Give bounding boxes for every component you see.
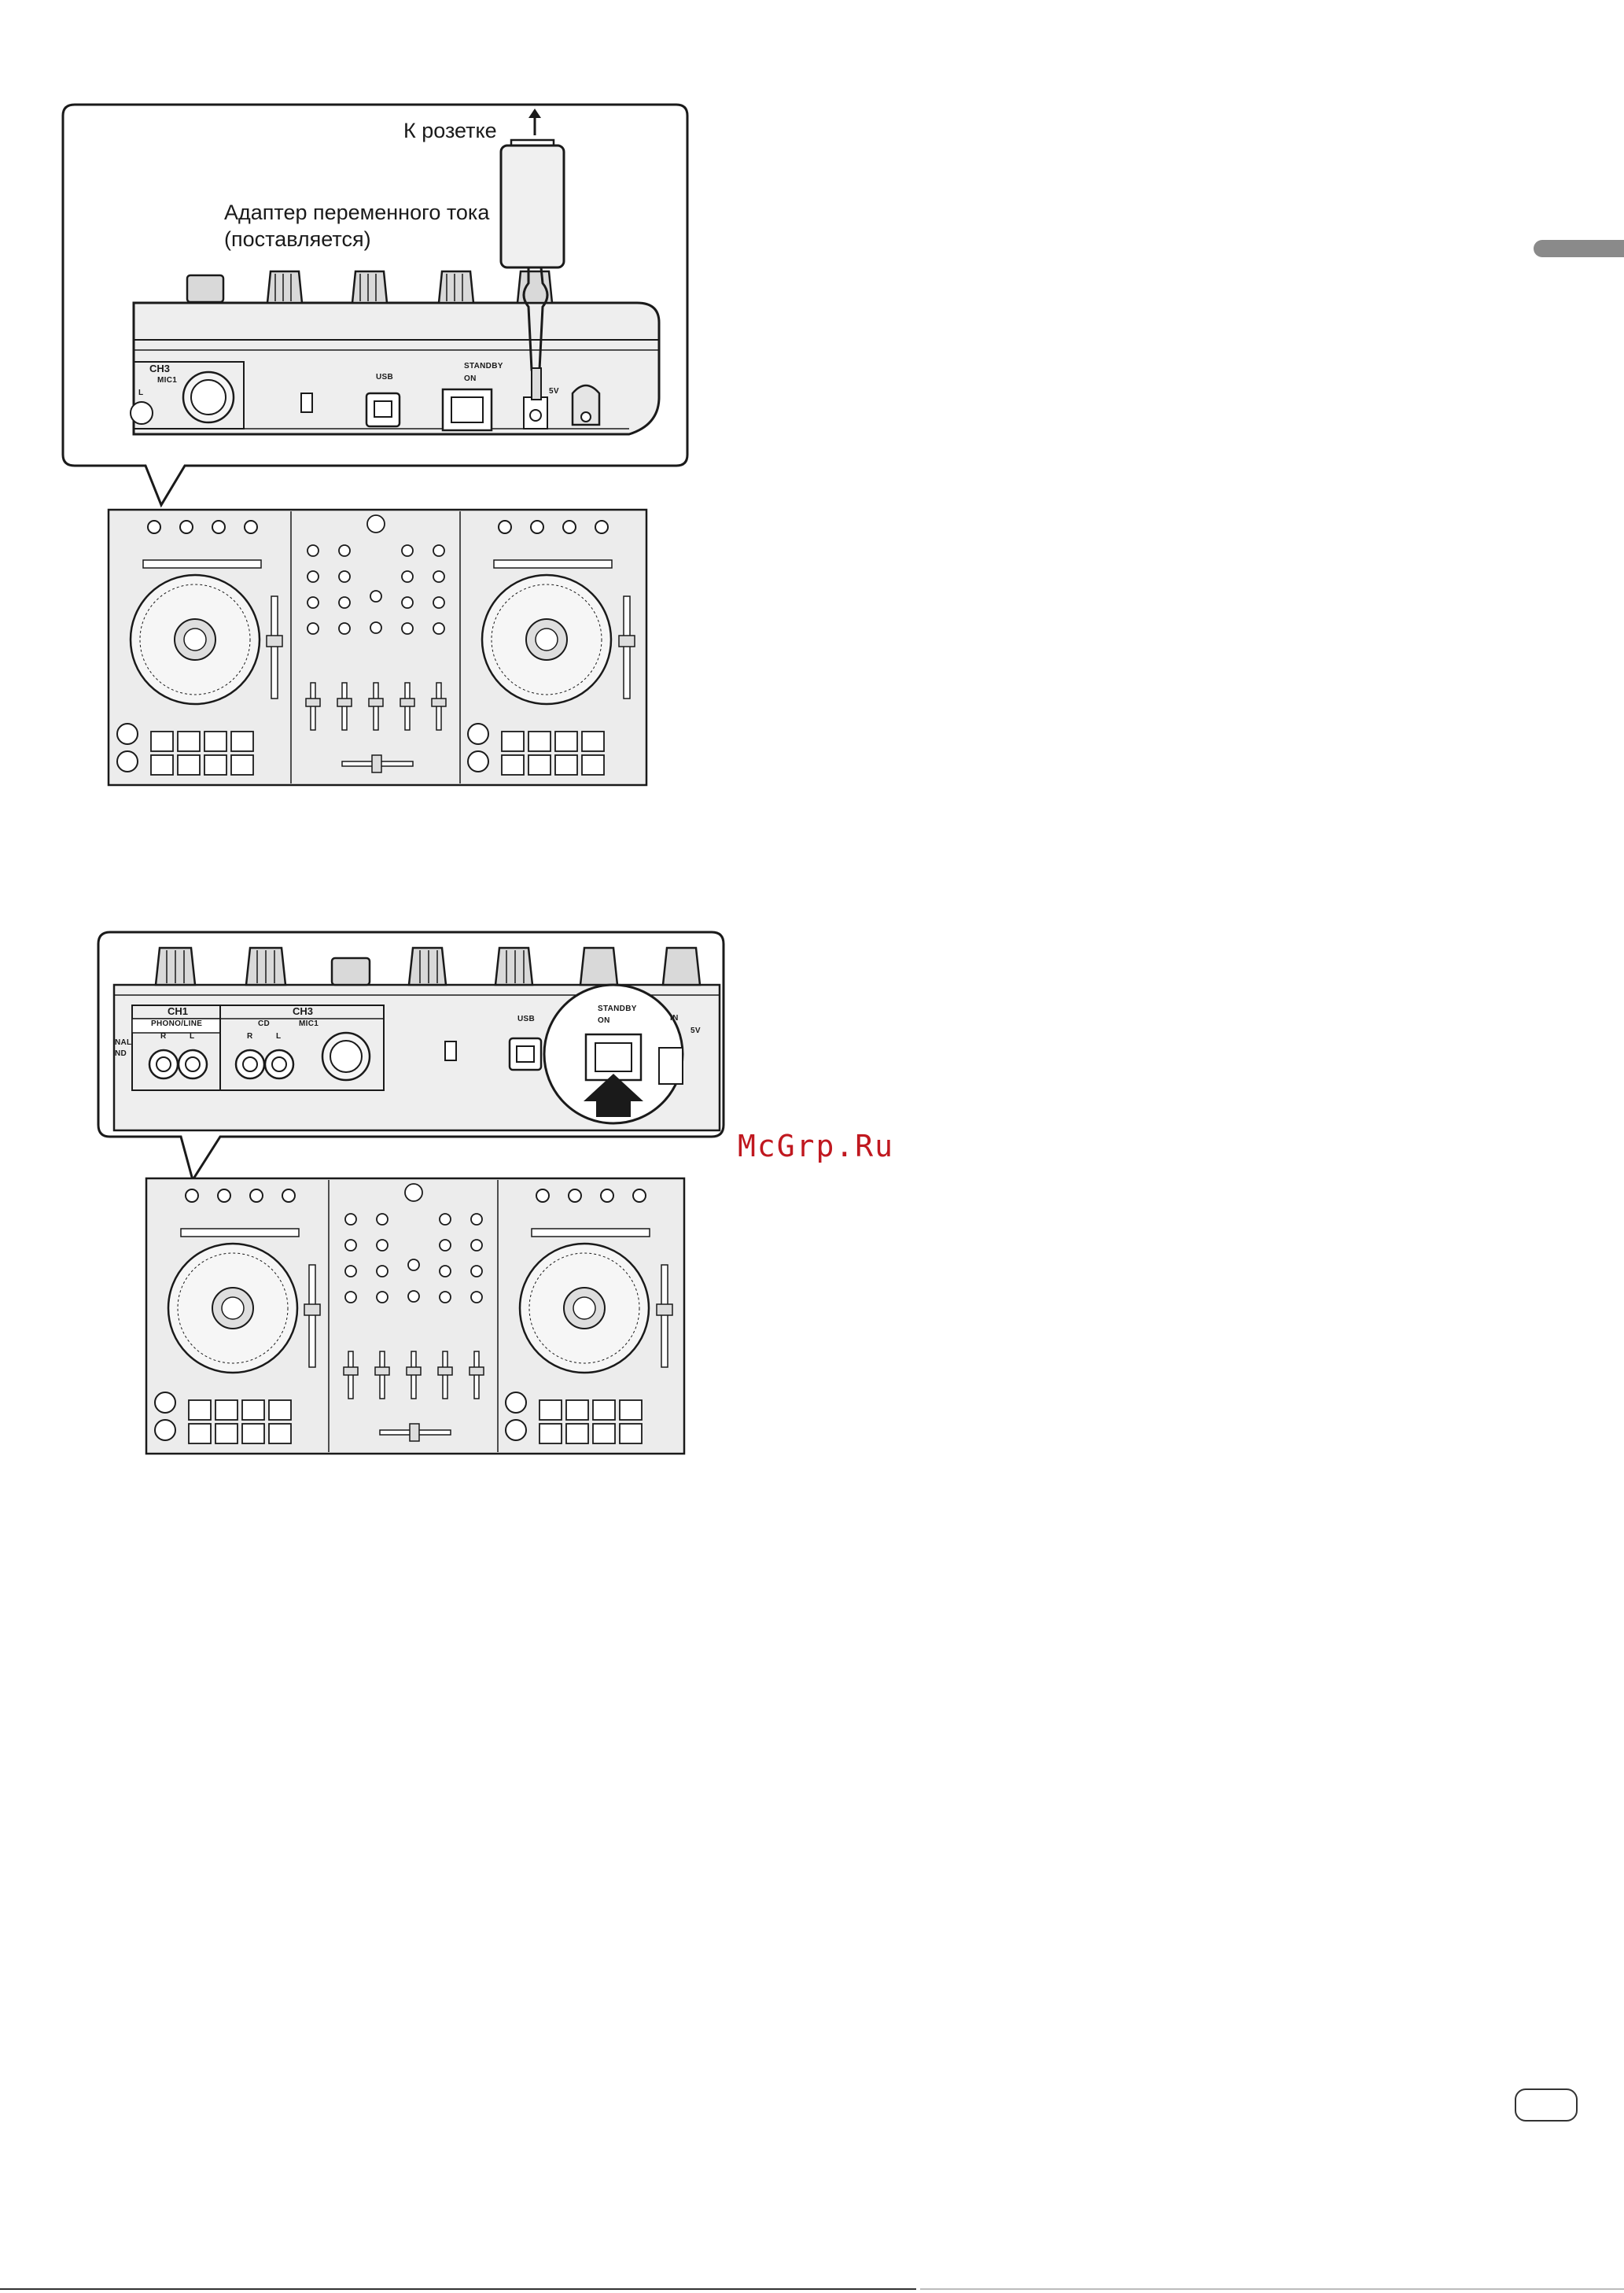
fig2-dc-in-label: IN: [670, 1014, 679, 1023]
footer-rule-light: [920, 2288, 1624, 2290]
fig2-ch3-label: CH3: [293, 1005, 313, 1017]
fig1-l-label: L: [138, 389, 143, 397]
fig1-usb-label: USB: [376, 373, 393, 382]
footer-rule: [0, 2288, 916, 2290]
page-number-badge: [1515, 2088, 1578, 2122]
controller-top-view-2: [140, 1170, 690, 1458]
fig2-phono-line-label: PHONO/LINE: [151, 1019, 202, 1028]
fig2-ch1-label: CH1: [168, 1005, 188, 1017]
to-outlet-label: К розетке: [403, 117, 497, 144]
fig2-r1-label: R: [160, 1032, 167, 1041]
fig1-standby-label: STANDBY: [464, 362, 503, 370]
fig1-on-label: ON: [464, 374, 477, 383]
fig1-mic1-label: MIC1: [157, 376, 177, 385]
fig2-r2-label: R: [247, 1032, 253, 1041]
section-side-tab: [1534, 240, 1624, 257]
fig1-5v-label: 5V: [549, 387, 559, 396]
fig1-ch3-label: CH3: [149, 363, 170, 374]
fig2-left-cut-label-2: ND: [115, 1049, 127, 1058]
fig2-left-cut-label-1: NAL: [115, 1038, 131, 1047]
watermark-text: McGrp.Ru: [738, 1129, 894, 1163]
fig2-l1-label: L: [190, 1032, 194, 1041]
fig2-usb-label: USB: [517, 1015, 535, 1023]
adapter-label-line1: Адаптер переменного тока: [224, 199, 489, 226]
fig2-standby-label: STANDBY: [598, 1005, 637, 1013]
fig2-5v-label: 5V: [690, 1027, 701, 1035]
controller-top-view-1: [102, 502, 653, 789]
adapter-label-line2: (поставляется): [224, 226, 371, 253]
fig2-l2-label: L: [276, 1032, 281, 1041]
fig2-on-label: ON: [598, 1016, 610, 1025]
fig2-cd-label: CD: [258, 1019, 270, 1028]
fig2-mic1-label: MIC1: [299, 1019, 319, 1028]
